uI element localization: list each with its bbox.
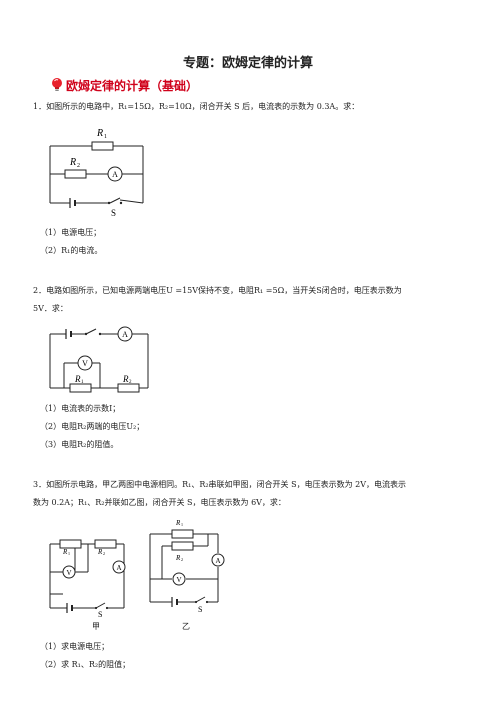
svg-text:V: V xyxy=(176,576,181,584)
switch-contact xyxy=(105,606,109,610)
switch-contact xyxy=(119,201,123,205)
resistor-r2 xyxy=(117,383,140,393)
switch-contact xyxy=(107,201,111,205)
svg-text:A: A xyxy=(112,170,118,179)
svg-text:A: A xyxy=(116,564,121,572)
section-label: 欧姆定律的计算（基础） xyxy=(66,78,199,93)
resistor-r1 xyxy=(59,539,82,549)
switch-contact xyxy=(194,600,198,604)
ammeter xyxy=(117,326,133,342)
svg-text:2: 2 xyxy=(77,163,80,169)
question-1-part-2: （2）R₁的电流。 xyxy=(40,246,103,255)
switch-contact xyxy=(98,332,102,336)
circuit-diagram-1: A R 1 R 2 S xyxy=(49,128,144,217)
question-3-line-2: 数为 0.2A；R₁、R₂并联如乙图，闭合开关 S，电压表示数为 6V，求： xyxy=(33,498,286,507)
svg-text:R: R xyxy=(74,374,81,384)
svg-text:S: S xyxy=(98,610,102,618)
resistor-r1 xyxy=(69,383,92,393)
svg-text:1: 1 xyxy=(104,134,107,140)
ammeter xyxy=(112,560,126,574)
svg-text:R: R xyxy=(122,374,129,384)
switch-contact xyxy=(205,600,209,604)
circuit-diagram-2: A V R 1 R 2 xyxy=(49,326,149,393)
svg-text:S: S xyxy=(111,208,116,217)
diagram-label-jia: 甲 xyxy=(92,622,100,631)
svg-text:A: A xyxy=(215,557,220,565)
svg-text:R: R xyxy=(97,548,103,556)
switch-contact xyxy=(94,606,98,610)
question-2-part-3: （3）电阻R₂的阻值。 xyxy=(40,440,119,449)
question-3-line-1: 3．如图所示电路，甲乙两图中电源相同。R₁、R₂串联如甲图，闭合开关 S，电压表… xyxy=(33,480,406,489)
circuit-diagram-3-yi: A V R 1 R 2 S xyxy=(149,519,225,614)
ammeter xyxy=(107,166,123,182)
question-3-part-1: （1）求电源电压； xyxy=(40,642,110,651)
svg-text:R: R xyxy=(62,548,68,556)
svg-text:S: S xyxy=(198,605,202,614)
question-2-part-1: （1）电流表的示数I； xyxy=(40,404,121,413)
voltmeter xyxy=(172,572,186,586)
svg-text:2: 2 xyxy=(103,551,105,556)
resistor-r2 xyxy=(94,539,117,549)
question-3-part-2: （2）求 R₁、R₂的阻值； xyxy=(40,660,131,669)
voltmeter xyxy=(77,355,93,371)
svg-text:2: 2 xyxy=(129,380,132,385)
question-1-text: 1．如图所示的电路中，R₁=15Ω，R₂=10Ω，闭合开关 S 后，电流表的示数… xyxy=(33,102,360,111)
svg-text:A: A xyxy=(122,330,128,339)
svg-text:R: R xyxy=(69,157,76,168)
switch-contact xyxy=(84,332,88,336)
svg-text:1: 1 xyxy=(181,522,183,527)
question-2-part-2: （2）电阻R₂两端的电压U₂； xyxy=(40,422,145,431)
svg-text:1: 1 xyxy=(81,380,84,385)
svg-text:R: R xyxy=(175,519,181,527)
resistor-r1 xyxy=(91,141,114,151)
svg-text:1: 1 xyxy=(68,551,70,556)
question-2-line-1: 2．电路如图所示，已知电源两端电压U =15V保持不变，电阻R₁ =5Ω，当开关… xyxy=(33,286,402,295)
svg-text:V: V xyxy=(82,359,88,368)
svg-text:V: V xyxy=(66,569,71,577)
question-2-line-2: 5V．求： xyxy=(33,304,68,313)
svg-text:2: 2 xyxy=(181,557,183,562)
question-1-part-1: （1）电源电压； xyxy=(40,228,102,237)
svg-text:R: R xyxy=(96,128,103,139)
ammeter xyxy=(211,553,225,567)
svg-text:R: R xyxy=(175,554,181,562)
diagram-label-yi: 乙 xyxy=(182,622,190,631)
page-title: 专题：欧姆定律的计算 xyxy=(182,56,313,71)
lightbulb-icon xyxy=(50,77,64,93)
resistor-r2 xyxy=(171,541,194,551)
circuit-diagram-3-jia: V A R 1 R 2 S xyxy=(49,539,126,618)
resistor-r1 xyxy=(171,529,194,539)
section-heading: 欧姆定律的计算（基础） xyxy=(50,76,198,94)
voltmeter xyxy=(62,565,76,579)
resistor-r2 xyxy=(64,169,87,179)
